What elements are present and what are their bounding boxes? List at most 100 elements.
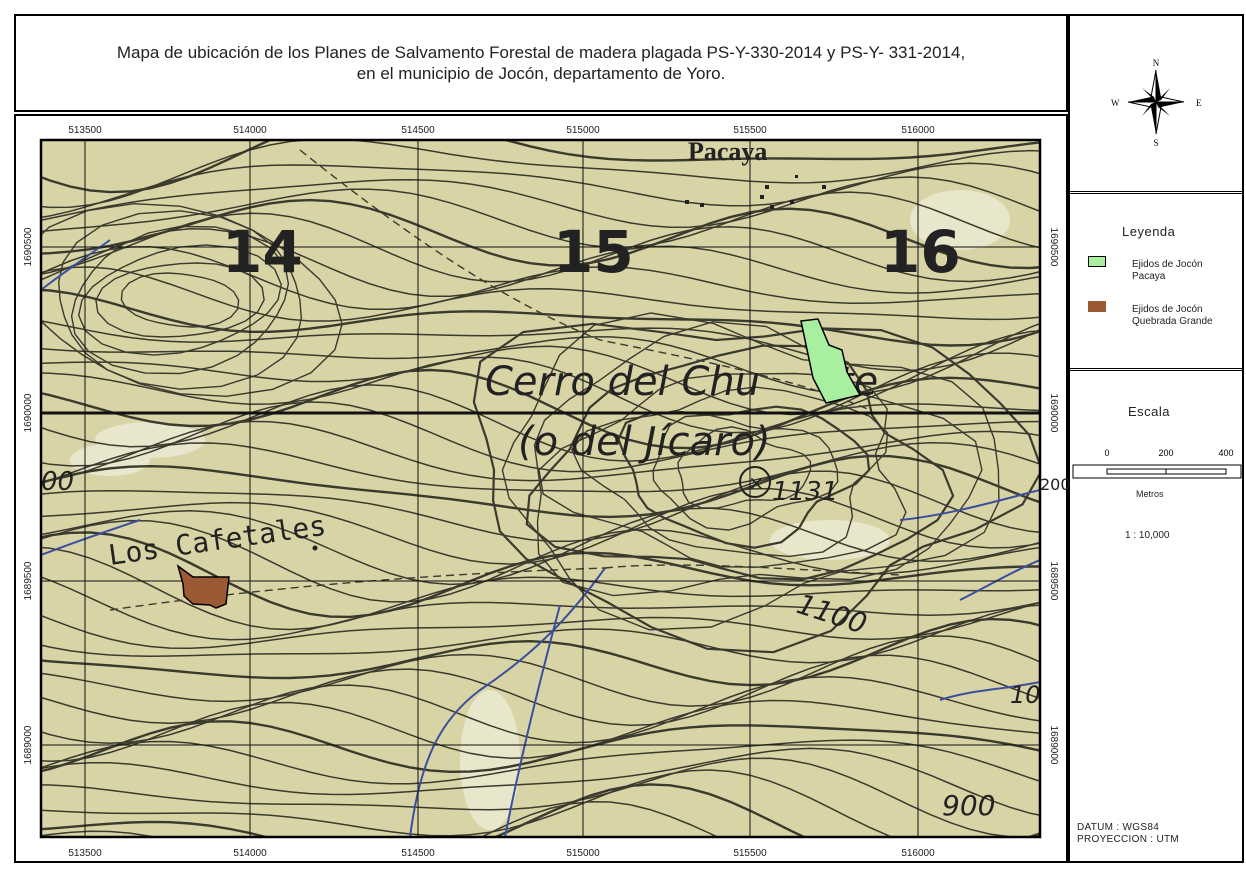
trails — [109, 149, 901, 611]
legend-swatch-pacaya — [1088, 256, 1106, 267]
place-label-jicaro: (o del Jícaro) — [518, 419, 771, 465]
easting-label-top-4: 515500 — [733, 125, 767, 136]
easting-label-bottom-5: 516000 — [901, 848, 935, 859]
contour-line — [472, 322, 1040, 654]
datum-info: DATUM : WGS84 PROYECCION : UTM — [1077, 822, 1179, 846]
easting-label-bottom-0: 513500 — [68, 848, 102, 859]
contour-line — [41, 212, 1040, 283]
contour-line — [41, 320, 1040, 372]
scale-ratio: 1 : 10,000 — [1125, 530, 1170, 541]
sheet-number-14: 14 — [222, 218, 303, 286]
elevation-label-1131: 1131 — [772, 477, 838, 507]
contour-line — [41, 454, 1040, 519]
contour-line — [41, 604, 1040, 664]
northing-label-right-1: 1690000 — [1048, 394, 1059, 433]
legend-label-pacaya-line-1: Ejidos de Jocón — [1132, 259, 1203, 270]
legend-label-pacaya: Ejidos de Jocón Pacaya — [1132, 259, 1203, 283]
easting-label-bottom-3: 515000 — [566, 848, 600, 859]
side-divider-legend — [1070, 368, 1242, 371]
easting-label-bottom-4: 515500 — [733, 848, 767, 859]
sheet-number-15: 15 — [553, 218, 634, 286]
contour-line — [41, 140, 1040, 194]
contour-line — [41, 162, 1040, 219]
northing-label-left-3: 1689000 — [23, 725, 34, 764]
streams — [41, 239, 1040, 837]
contour-line — [41, 368, 1040, 450]
contour-line — [41, 246, 1040, 311]
contour-line — [41, 576, 1040, 641]
contour-line — [570, 386, 889, 558]
northing-label-left-1: 1690000 — [23, 393, 34, 432]
northing-label-left-0: 1690500 — [23, 227, 34, 266]
contour-line — [41, 635, 1040, 707]
sheet-number-16: 16 — [880, 218, 961, 286]
elevation-label-200: 200 — [1040, 475, 1071, 494]
scale-unit: Metros — [1136, 489, 1164, 499]
north-arrow: N S E W — [1111, 58, 1202, 148]
contour-line — [77, 244, 283, 356]
legend-label-quebrada-grande: Ejidos de Jocón Quebrada Grande — [1132, 304, 1213, 328]
northing-label-right-0: 1690500 — [1048, 228, 1059, 267]
northing-label-left-2: 1689500 — [23, 561, 34, 600]
contour-line — [41, 769, 1040, 837]
contour-line — [617, 405, 871, 549]
contour-line — [41, 720, 1040, 774]
contour-line — [525, 344, 955, 581]
terrain-light-patches — [70, 190, 1010, 830]
compass-w: W — [1111, 98, 1120, 108]
elevation-label-00: 00 — [41, 467, 74, 497]
northing-label-right-3: 1689000 — [1048, 726, 1059, 765]
pacaya-settlement-dots — [685, 175, 826, 209]
contour-line — [652, 414, 839, 531]
scale-bar-segment-2 — [1165, 468, 1227, 475]
contour-line — [41, 747, 1040, 816]
compass-n: N — [1153, 58, 1160, 68]
contour-lines — [41, 140, 1040, 837]
polygon-ejidos-pacaya[interactable] — [800, 318, 862, 404]
place-label-pacaya: Pacaya — [688, 137, 767, 166]
scale-bar-segment-1 — [1106, 468, 1167, 475]
contour-line — [41, 202, 343, 398]
contour-line — [41, 176, 1040, 229]
easting-label-top-1: 514000 — [233, 125, 267, 136]
contour-line — [41, 800, 720, 837]
map-title-line-1: Mapa de ubicación de los Planes de Salva… — [116, 43, 966, 62]
contour-line — [41, 783, 1040, 837]
elevation-label-10: 10 — [1010, 681, 1041, 709]
easting-label-top-0: 513500 — [68, 125, 102, 136]
polygon-ejidos-quebrada-grande[interactable] — [176, 564, 230, 609]
easting-label-top-3: 515000 — [566, 125, 600, 136]
summit-x: × — [748, 471, 765, 495]
map-title-line-2: en el municipio de Jocón, departamento d… — [356, 64, 726, 83]
map-title: Mapa de ubicación de los Planes de Salva… — [16, 42, 1066, 84]
scale-bar: 0 200 400 — [1072, 448, 1242, 479]
compass-s: S — [1153, 138, 1158, 148]
contour-line — [41, 384, 1040, 462]
scale-tick-200: 200 — [1158, 448, 1173, 458]
contour-line — [41, 470, 1040, 543]
contour-line — [41, 487, 1040, 565]
place-label-cerro: Cerro del Chu — [485, 359, 760, 405]
easting-label-top-2: 514500 — [401, 125, 435, 136]
scale-tick-0: 0 — [1104, 448, 1109, 458]
village-dot — [312, 545, 318, 551]
scale-tick-400: 400 — [1218, 448, 1233, 458]
contour-line — [41, 699, 1040, 763]
contour-line — [41, 601, 1040, 650]
northing-label-right-2: 1689500 — [1048, 562, 1059, 601]
contour-line — [41, 266, 1040, 322]
summit-symbol — [739, 466, 771, 498]
contour-line — [41, 757, 1040, 837]
map-neatline — [39, 138, 1042, 839]
legend-swatch-quebrada-grande — [1088, 301, 1106, 312]
compass-rose-icon — [1127, 69, 1185, 135]
compass-e: E — [1196, 98, 1202, 108]
projection-line: PROYECCION : UTM — [1077, 834, 1180, 845]
side-panel — [1068, 14, 1244, 863]
scale-title: Escala — [1128, 404, 1171, 419]
legend-title: Leyenda — [1122, 224, 1176, 239]
easting-label-bottom-2: 514500 — [401, 848, 435, 859]
title-box: Mapa de ubicación de los Planes de Salva… — [14, 14, 1068, 112]
easting-label-bottom-1: 514000 — [233, 848, 267, 859]
